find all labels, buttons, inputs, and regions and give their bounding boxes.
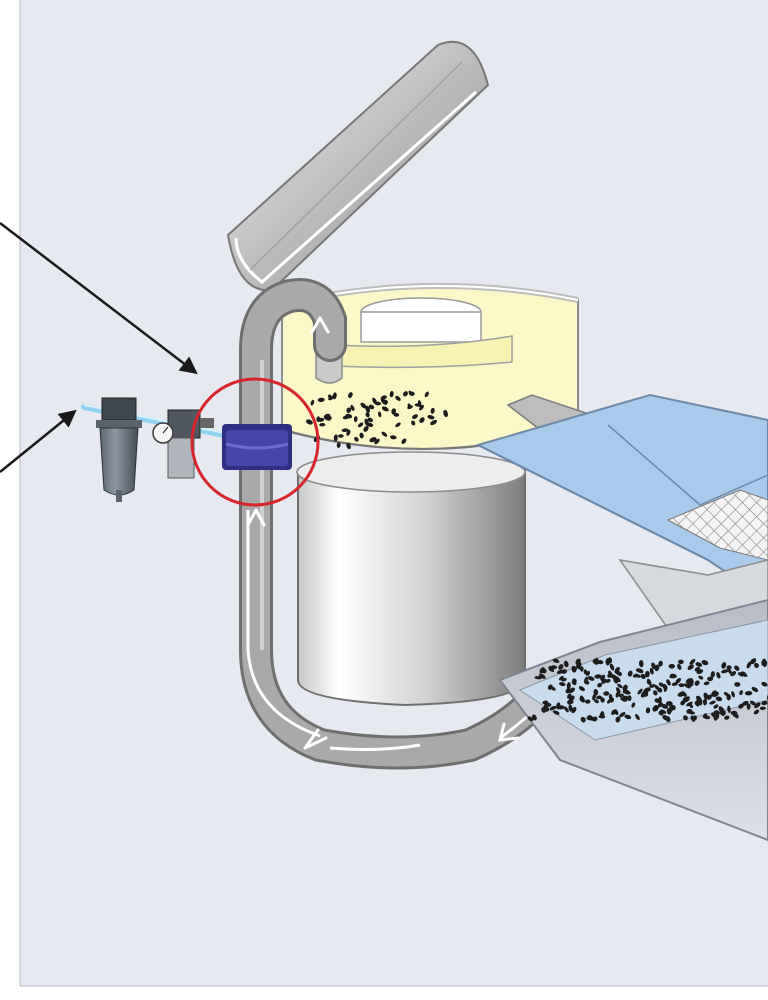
callout-arrow-lower <box>0 409 77 473</box>
bowl-pellets <box>306 390 448 450</box>
pressure-regulator-icon <box>152 409 214 479</box>
material-tray <box>498 598 768 842</box>
hopper-lid <box>226 40 490 292</box>
callout-arrow-upper <box>0 222 198 375</box>
tray-pellets <box>527 657 768 723</box>
venturi-highlight-circle <box>190 377 320 507</box>
receiver-cylinder <box>296 451 526 707</box>
venturi-clamp <box>222 424 292 470</box>
air-filter-icon <box>96 397 142 502</box>
